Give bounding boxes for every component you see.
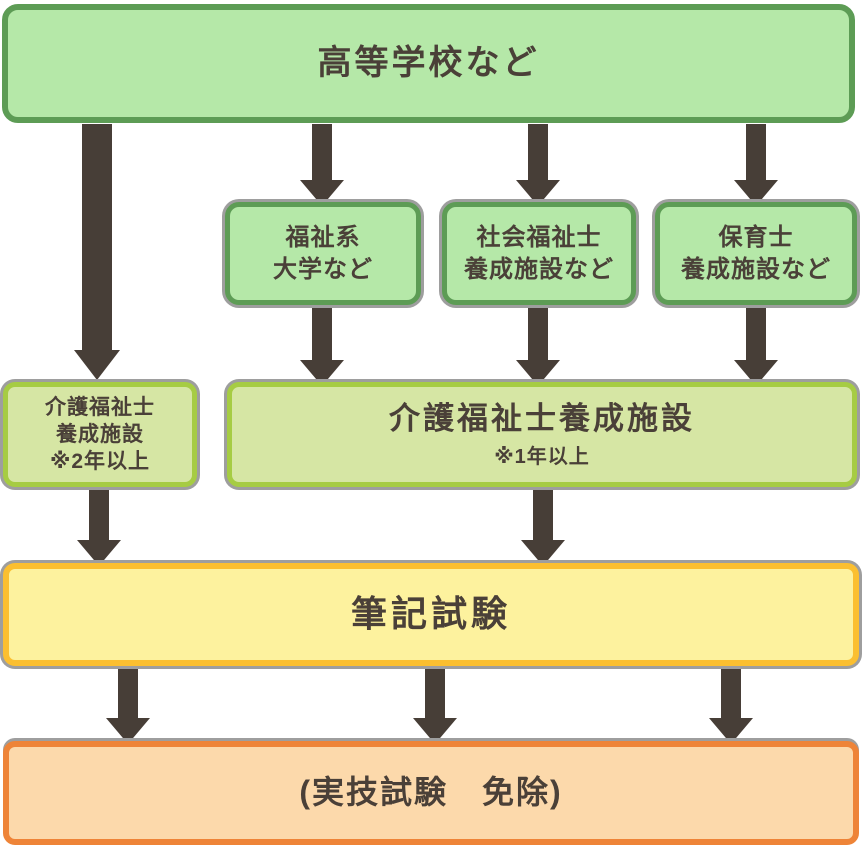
node-care-worker-facility-1yr-note: ※1年以上 — [494, 445, 590, 468]
node-care-worker-facility-2yr-note: ※2年以上 — [49, 450, 151, 474]
node-welfare-university-line2: 大学など — [273, 255, 373, 283]
arrow-shaft — [528, 302, 548, 360]
node-social-worker-facility-line2: 養成施設など — [464, 255, 614, 283]
node-care-worker-facility-2yr-line1: 介護福祉士 — [45, 395, 155, 419]
arrow-childcare-facility-to-care-worker-facility-1yr — [734, 302, 778, 386]
arrow-head — [413, 718, 457, 744]
arrow-shaft — [118, 664, 138, 718]
arrow-highschool-to-welfare-university — [300, 124, 344, 206]
arrow-head — [734, 180, 778, 206]
arrow-shaft — [528, 124, 548, 180]
arrow-written-exam-to-practical-exam-center — [413, 664, 457, 744]
arrow-care-worker-facility-1yr-to-written-exam — [521, 486, 565, 566]
node-care-worker-facility-2yr-line2: 養成施設 — [56, 422, 144, 446]
arrow-highschool-to-care-worker-facility-2yr — [74, 124, 120, 380]
arrow-written-exam-to-practical-exam-left — [106, 664, 150, 744]
arrow-head — [74, 350, 120, 380]
arrow-head — [106, 718, 150, 744]
arrow-head — [516, 180, 560, 206]
node-social-worker-facility-line1: 社会福祉士 — [476, 224, 602, 252]
arrow-shaft — [425, 664, 445, 718]
node-written-exam: 筆記試験 — [3, 563, 859, 666]
arrow-shaft — [533, 486, 553, 540]
arrow-head — [300, 360, 344, 386]
node-care-worker-facility-1yr-label: 介護福祉士養成施設 — [389, 401, 695, 437]
node-practical-exam: (実技試験 免除) — [3, 741, 859, 845]
node-care-worker-facility-2yr: 介護福祉士 養成施設 ※2年以上 — [3, 382, 197, 487]
arrow-written-exam-to-practical-exam-right — [709, 664, 753, 744]
arrow-shaft — [746, 124, 766, 180]
arrow-shaft — [89, 486, 109, 540]
arrow-head — [521, 540, 565, 566]
arrow-head — [77, 540, 121, 566]
arrow-care-worker-facility-2yr-to-written-exam — [77, 486, 121, 566]
arrow-highschool-to-social-worker-facility — [516, 124, 560, 206]
node-welfare-university-line1: 福祉系 — [285, 224, 361, 252]
arrow-shaft — [746, 302, 766, 360]
node-written-exam-label: 筆記試験 — [350, 593, 511, 635]
arrow-welfare-university-to-care-worker-facility-1yr — [300, 302, 344, 386]
arrow-highschool-to-childcare-facility — [734, 124, 778, 206]
arrow-head — [300, 180, 344, 206]
arrow-head — [709, 718, 753, 744]
arrow-social-worker-facility-to-care-worker-facility-1yr — [516, 302, 560, 386]
node-welfare-university: 福祉系 大学など — [225, 202, 421, 305]
arrow-shaft — [312, 302, 332, 360]
node-childcare-facility-line2: 養成施設など — [681, 255, 831, 283]
node-childcare-facility-line1: 保育士 — [718, 224, 794, 252]
node-childcare-facility: 保育士 養成施設など — [655, 202, 857, 305]
node-highschool: 高等学校など — [2, 4, 855, 123]
node-practical-exam-label: (実技試験 免除) — [299, 774, 563, 811]
arrow-shaft — [312, 124, 332, 180]
arrow-head — [516, 360, 560, 386]
arrow-shaft — [721, 664, 741, 718]
node-care-worker-facility-1yr: 介護福祉士養成施設 ※1年以上 — [227, 382, 857, 487]
node-social-worker-facility: 社会福祉士 養成施設など — [442, 202, 636, 305]
node-highschool-label: 高等学校など — [317, 44, 540, 83]
arrow-head — [734, 360, 778, 386]
arrow-shaft — [82, 124, 112, 350]
